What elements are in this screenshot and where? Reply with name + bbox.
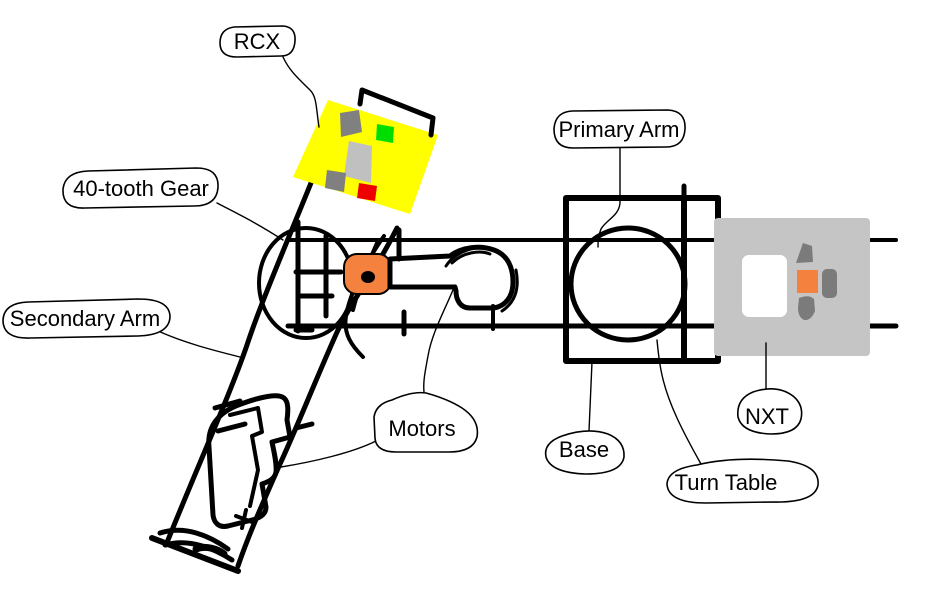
bubble-primary-arm [553,109,686,149]
label-base: Base [559,437,609,462]
bubble-turn-table [666,458,819,504]
leader-motors-left [280,440,377,468]
leader-base [588,361,593,432]
rcx-brick [293,87,438,214]
rcx-screen [344,141,372,183]
leader-secondary-arm [157,330,241,358]
callout-bubbles [2,25,819,504]
leader-primary-arm [597,147,621,248]
rcx-bracket [357,87,436,138]
leader-lines [157,56,767,468]
label-turn-table: Turn Table [675,470,778,495]
rcx-button-green [376,124,394,143]
leader-rcx [282,56,320,128]
label-secondary-arm: Secondary Arm [10,306,160,331]
leader-gear [216,202,284,241]
secondary-arm-motor-sketch [157,393,315,563]
label-rcx: RCX [234,29,281,54]
motor-gray-body [387,244,516,311]
primary-arm-motor [343,244,519,313]
label-forty-tooth-gear: 40-tooth Gear [73,176,209,201]
bubble-rcx [219,25,296,58]
nxt-button-down [798,296,815,321]
bubble-motors [373,391,479,453]
label-nxt: NXT [745,404,789,429]
nxt-brick [714,218,870,356]
turn-table-circle [568,225,688,343]
nxt-button-up [796,243,813,263]
nxt-body [714,218,870,356]
bubble-forty-tooth-gear [62,167,219,209]
bubble-base [544,430,625,475]
label-motors: Motors [388,416,455,441]
label-primary-arm: Primary Arm [559,117,680,142]
leader-turn-table [656,339,702,465]
motor-axle-dot [361,271,375,283]
secondary-arm-drawing [149,175,400,574]
bubble-nxt [736,388,803,435]
nxt-button-right [822,269,837,298]
nxt-screen [742,255,787,317]
bubble-secondary-arm [2,298,171,339]
nxt-button-enter [797,270,818,293]
leader-motors-upper [423,284,456,393]
rcx-button-dark-top [340,110,362,137]
rcx-button-dark-bottom [325,170,346,192]
rcx-button-red [357,183,377,201]
callout-labels: RCX Primary Arm 40-tooth Gear Secondary … [10,29,789,495]
base-drawing [563,183,721,364]
